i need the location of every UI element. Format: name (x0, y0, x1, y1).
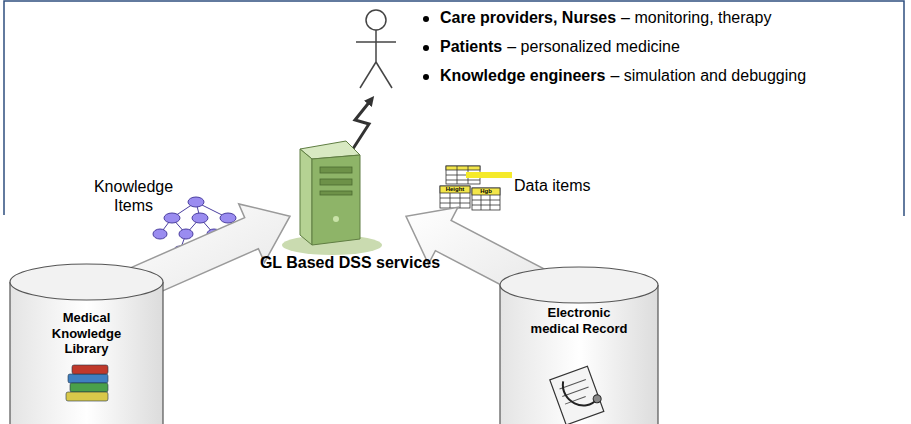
table-header: Height (441, 186, 469, 193)
data-table-icon (440, 166, 512, 210)
bullet-row: Care providers, Nurses – monitoring, ther… (440, 9, 771, 27)
frame-line (4, 1, 904, 216)
node-label: Medical Knowledge Library (30, 310, 143, 357)
node-label: Electronic medical Record (528, 305, 630, 336)
role-name: Care providers, Nurses (440, 9, 616, 27)
role-purpose: – simulation and debugging (610, 67, 806, 85)
node-label: GL Based DSS services (250, 253, 450, 272)
bullet-row: Knowledge engineers – simulation and debu… (440, 67, 806, 85)
medical-record-icon (550, 365, 606, 424)
text-label: Data items (514, 176, 634, 195)
role-name: Knowledge engineers (440, 67, 605, 85)
bullet-dot (423, 16, 429, 22)
database-cylinder: Medical Knowledge Library (8, 262, 165, 424)
bullet-row: Patients – personalized medicine (440, 38, 680, 56)
database-cylinder: Electronic medical Record (498, 265, 660, 424)
person-figure (356, 10, 396, 88)
bullet-dot (423, 45, 429, 51)
table-header: Hgb (473, 188, 499, 195)
books-icon (66, 365, 108, 401)
text-label: Knowledge Items (86, 177, 181, 215)
bullet-dot (423, 74, 429, 80)
database-cylinder (498, 265, 660, 424)
server-node: GL Based DSS services (250, 135, 450, 275)
role-purpose: – monitoring, therapy (621, 9, 771, 27)
role-purpose: – personalized medicine (507, 38, 680, 56)
role-name: Patients (440, 38, 502, 56)
